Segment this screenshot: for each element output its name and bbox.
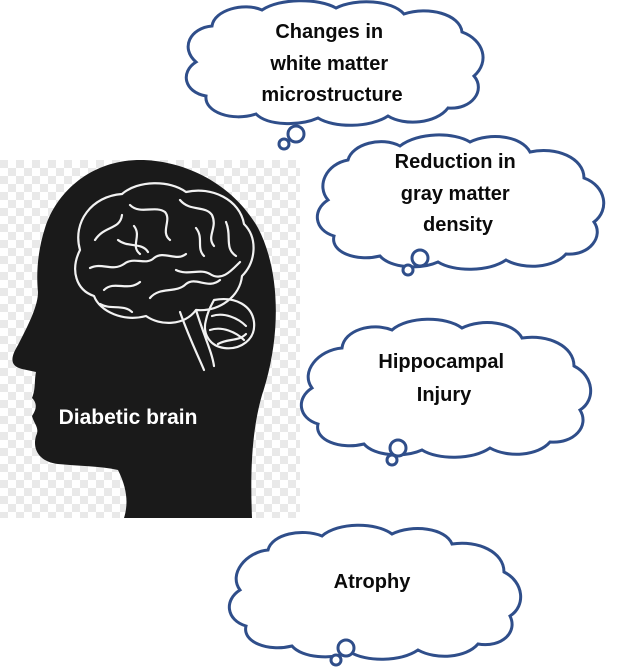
svg-text:Changes in white matter: Changes in white matter microstructure [261,21,402,106]
thought-bubble-dot [388,438,408,458]
svg-text:Reduction in gray matter: Reduction in gray matter density [395,151,522,236]
head-silhouette [12,160,276,518]
cloud-text-line: Changes in [275,21,383,43]
cloud-text-line: Injury [417,384,472,406]
cloud-text-line: Atrophy [334,571,412,593]
thought-bubble-dot [410,248,430,268]
cloud-shape [300,317,593,459]
thought-cloud-gray-matter: Reduction in gray matter density [316,133,606,277]
cloud-shape [316,133,606,271]
brain-illustration [74,182,256,372]
cloud-text-line: gray matter [401,183,510,205]
cloud-text-line: white matter [269,53,388,75]
thought-cloud-atrophy: Atrophy [228,523,523,667]
cloud-shape [184,0,485,127]
cloud-shape [228,523,523,661]
cloud-text-line: Hippocampal [378,351,504,373]
thought-bubble-dot [286,124,306,144]
thought-bubble-dot [336,638,356,658]
svg-text:Atrophy: Atrophy [334,571,412,593]
svg-text:Hippocampal Injury: Hippocampal Injury [378,351,509,406]
cloud-text-line: Reduction in [395,151,516,173]
head-label: Diabetic brain [59,406,198,429]
thought-bubble-dot [277,137,291,151]
thought-cloud-white-matter: Changes in white matter microstructure [184,0,485,151]
cloud-text-line: microstructure [261,84,402,106]
thought-cloud-hippocampal: Hippocampal Injury [300,317,593,467]
cloud-text-line: density [423,214,494,236]
thought-bubble-dot [329,653,343,667]
thought-bubble-dot [385,453,399,467]
thought-bubble-dot [401,263,415,277]
